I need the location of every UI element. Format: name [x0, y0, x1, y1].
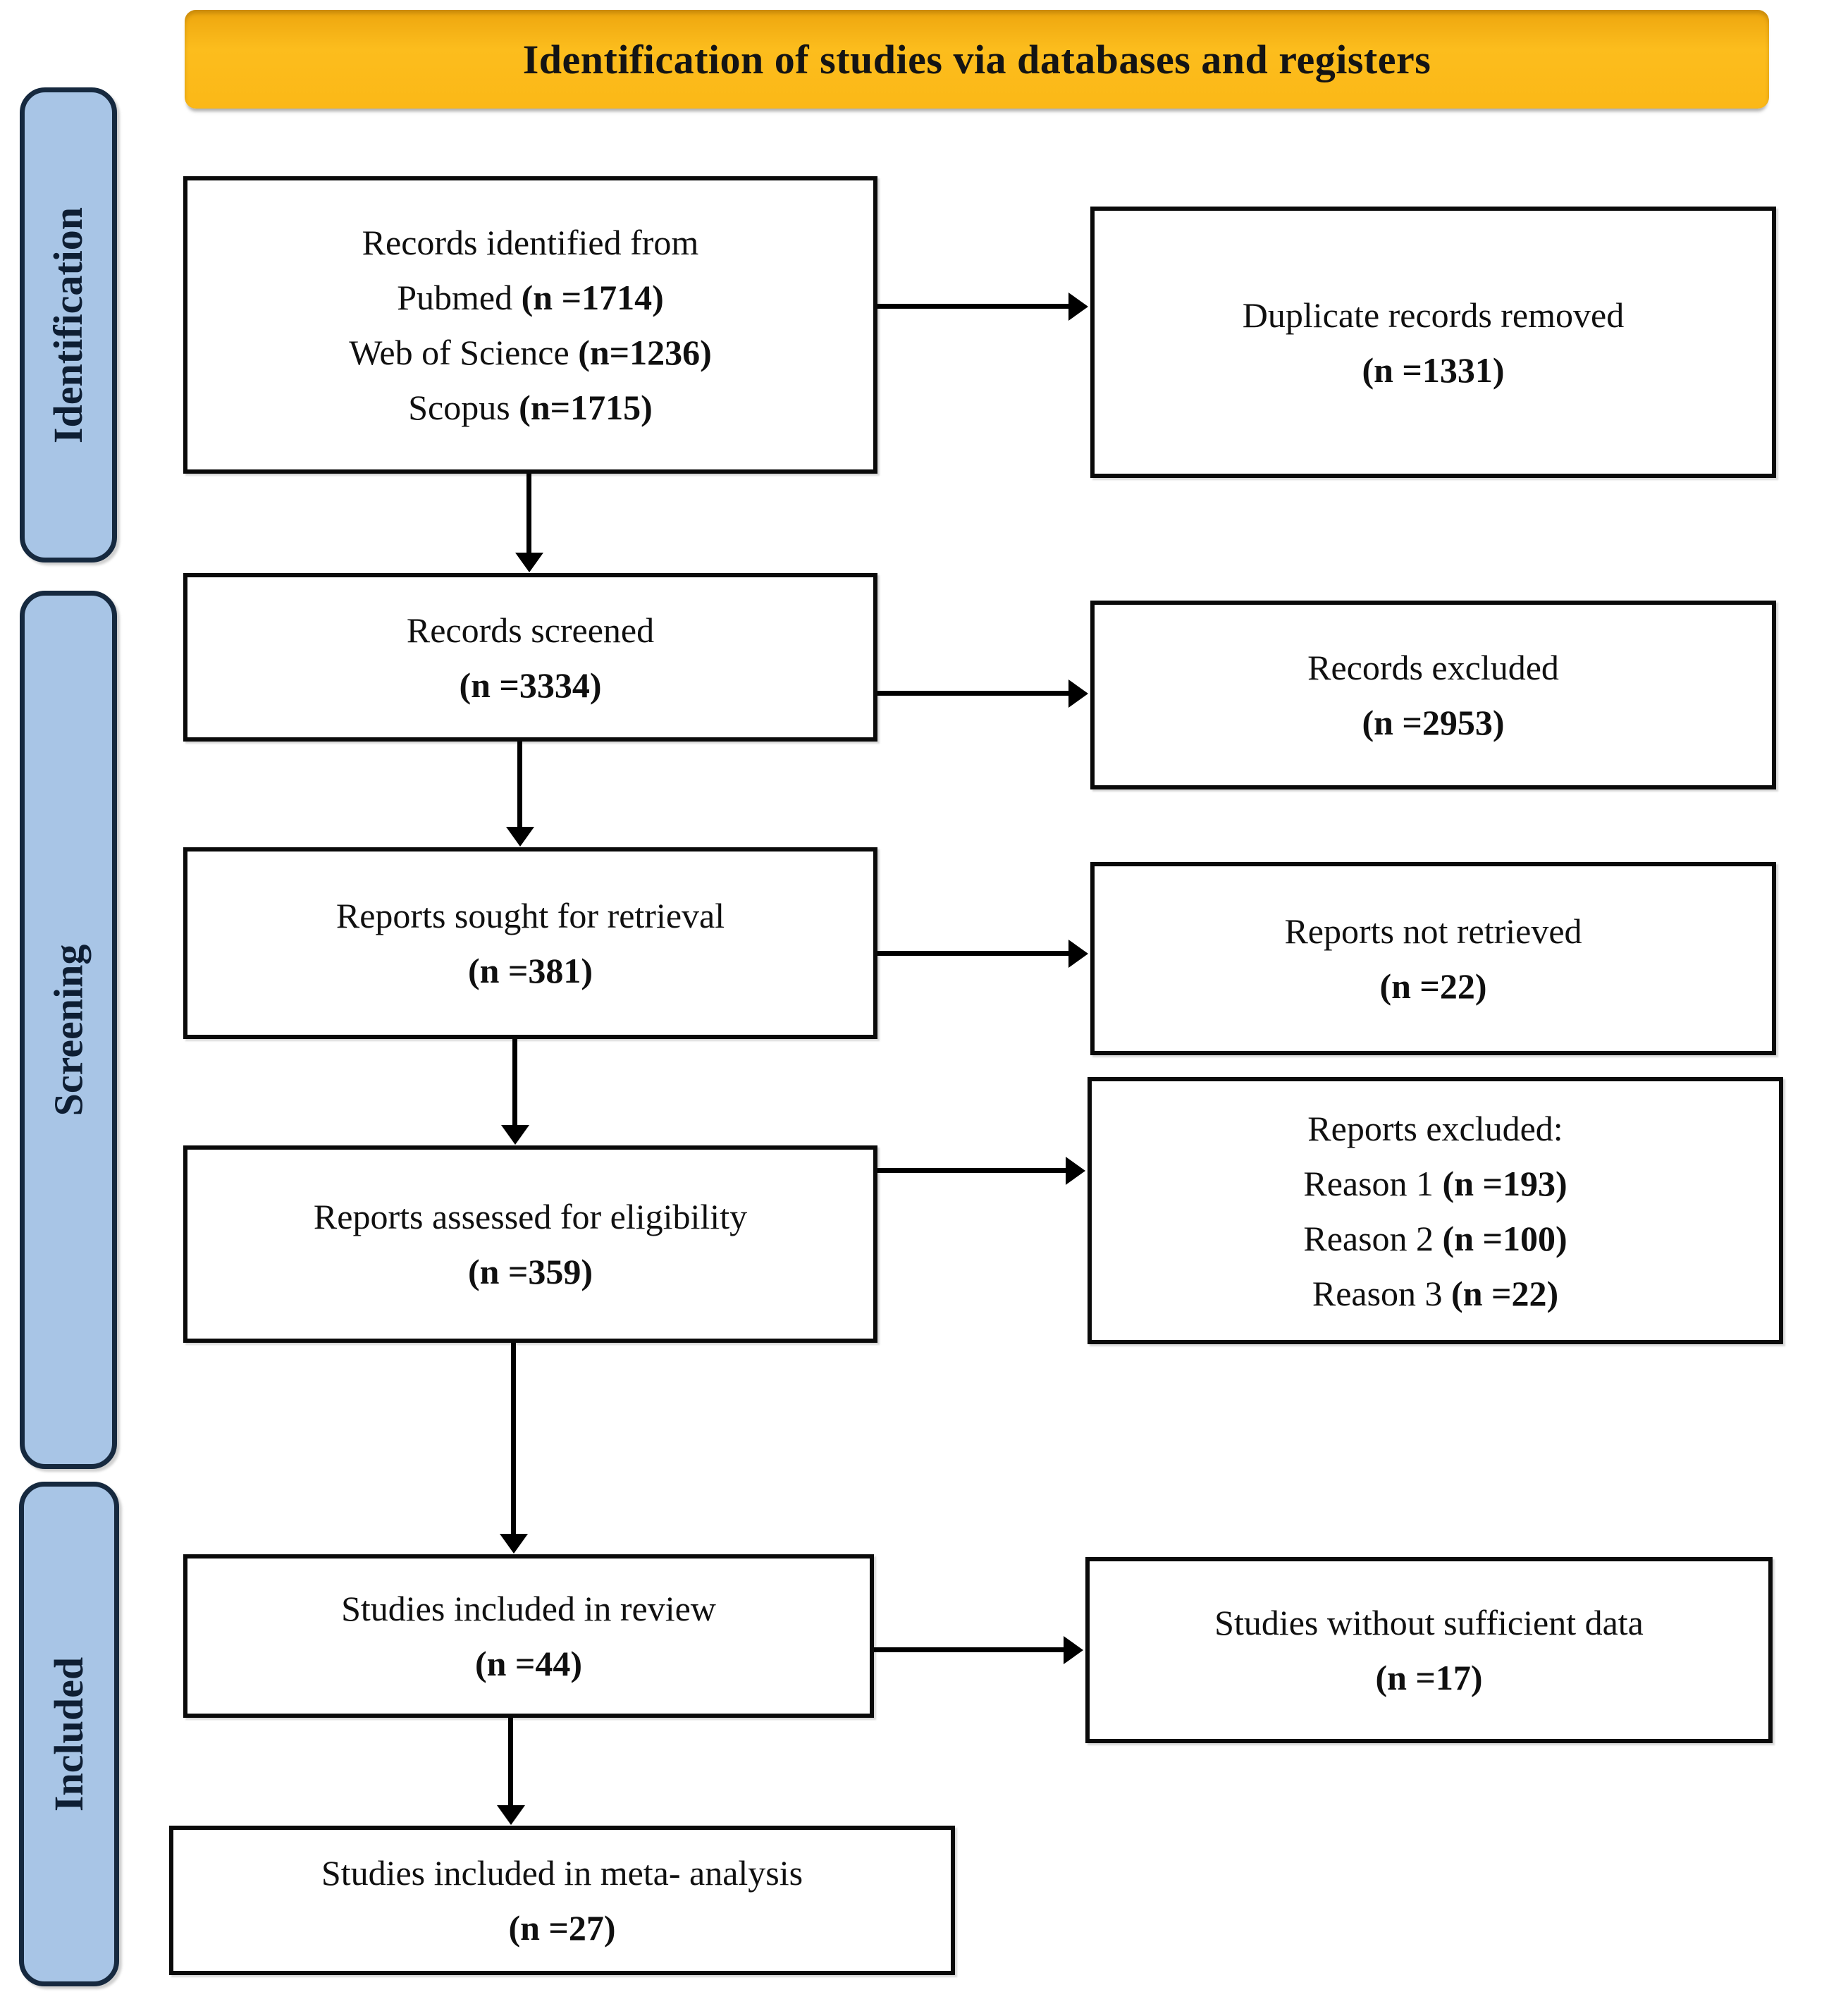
box-records-screened: Records screened (n =3334)	[183, 573, 877, 742]
box-text-line: Scopus (n=1715)	[408, 388, 653, 427]
banner-title: Identification of studies via databases …	[522, 36, 1431, 82]
stage-label-screening: Screening	[45, 944, 92, 1116]
box-text-line: Studies without sufficient data	[1214, 1603, 1644, 1642]
banner-identification-via-databases: Identification of studies via databases …	[185, 10, 1769, 109]
arrow-identified-to-screened	[526, 474, 531, 553]
box-text-line: (n =1331)	[1362, 350, 1505, 390]
box-reports-sought-for-retrieval: Reports sought for retrieval (n =381)	[183, 847, 877, 1039]
box-text-line: (n =22)	[1379, 966, 1487, 1006]
arrow-screened-to-sought	[517, 742, 522, 828]
arrow-sought-to-not-retrieved	[877, 951, 1069, 956]
box-text-line: (n =2953)	[1362, 703, 1505, 742]
box-text-line: Reports not retrieved	[1284, 911, 1582, 951]
arrow-assessed-to-reports-excluded	[877, 1168, 1066, 1173]
box-text-line: Studies included in meta- analysis	[321, 1853, 803, 1893]
box-text-line: Reason 1 (n =193)	[1303, 1163, 1567, 1203]
box-text-line: Reports sought for retrieval	[335, 896, 725, 935]
box-studies-included-in-review: Studies included in review (n =44)	[183, 1554, 874, 1718]
box-text-line: (n =359)	[467, 1252, 593, 1291]
box-reports-assessed-for-eligibility: Reports assessed for eligibility (n =359)	[183, 1145, 877, 1343]
box-text-line: (n =17)	[1375, 1658, 1483, 1697]
box-studies-without-sufficient-data: Studies without sufficient data (n =17)	[1085, 1557, 1773, 1743]
stage-label-included: Included	[46, 1656, 92, 1812]
box-text-line: Reports assessed for eligibility	[313, 1197, 748, 1236]
box-reports-not-retrieved: Reports not retrieved (n =22)	[1090, 862, 1776, 1055]
box-text-line: (n =381)	[467, 951, 593, 990]
box-text-line: (n =3334)	[459, 665, 602, 705]
box-text-line: Records identified from	[362, 223, 699, 262]
arrow-sought-to-assessed	[512, 1039, 517, 1126]
arrow-review-to-meta	[508, 1718, 513, 1806]
arrow-screened-to-excluded	[877, 691, 1069, 696]
box-text-line: Studies included in review	[341, 1589, 716, 1628]
box-text-line: Pubmed (n =1714)	[397, 278, 664, 317]
box-text-line: Reports excluded:	[1307, 1108, 1563, 1148]
box-text-line: (n =44)	[474, 1644, 583, 1683]
box-text-line: Records screened	[406, 610, 655, 650]
box-text-line: Duplicate records removed	[1242, 295, 1625, 335]
box-reports-excluded-reasons: Reports excluded: Reason 1 (n =193) Reason…	[1088, 1077, 1783, 1344]
arrow-identified-to-duplicates-removed	[877, 304, 1069, 309]
stage-tag-identification: Identification	[20, 87, 117, 562]
stage-tag-screening: Screening	[20, 591, 117, 1469]
stage-label-identification: Identification	[45, 207, 92, 443]
arrow-review-to-without-data	[874, 1647, 1064, 1652]
box-text-line: Web of Science (n=1236)	[349, 333, 712, 372]
box-text-line: (n =27)	[508, 1908, 616, 1948]
stage-tag-included: Included	[19, 1482, 119, 1986]
box-text-line: Reason 2 (n =100)	[1303, 1218, 1567, 1258]
box-text-line: Reason 3 (n =22)	[1312, 1273, 1559, 1313]
box-duplicate-records-removed: Duplicate records removed (n =1331)	[1090, 207, 1776, 478]
arrow-assessed-to-review	[511, 1343, 516, 1535]
box-records-excluded: Records excluded (n =2953)	[1090, 601, 1776, 789]
box-studies-included-in-meta-analysis: Studies included in meta- analysis (n =27…	[169, 1826, 955, 1975]
box-text-line: Records excluded	[1307, 648, 1559, 687]
